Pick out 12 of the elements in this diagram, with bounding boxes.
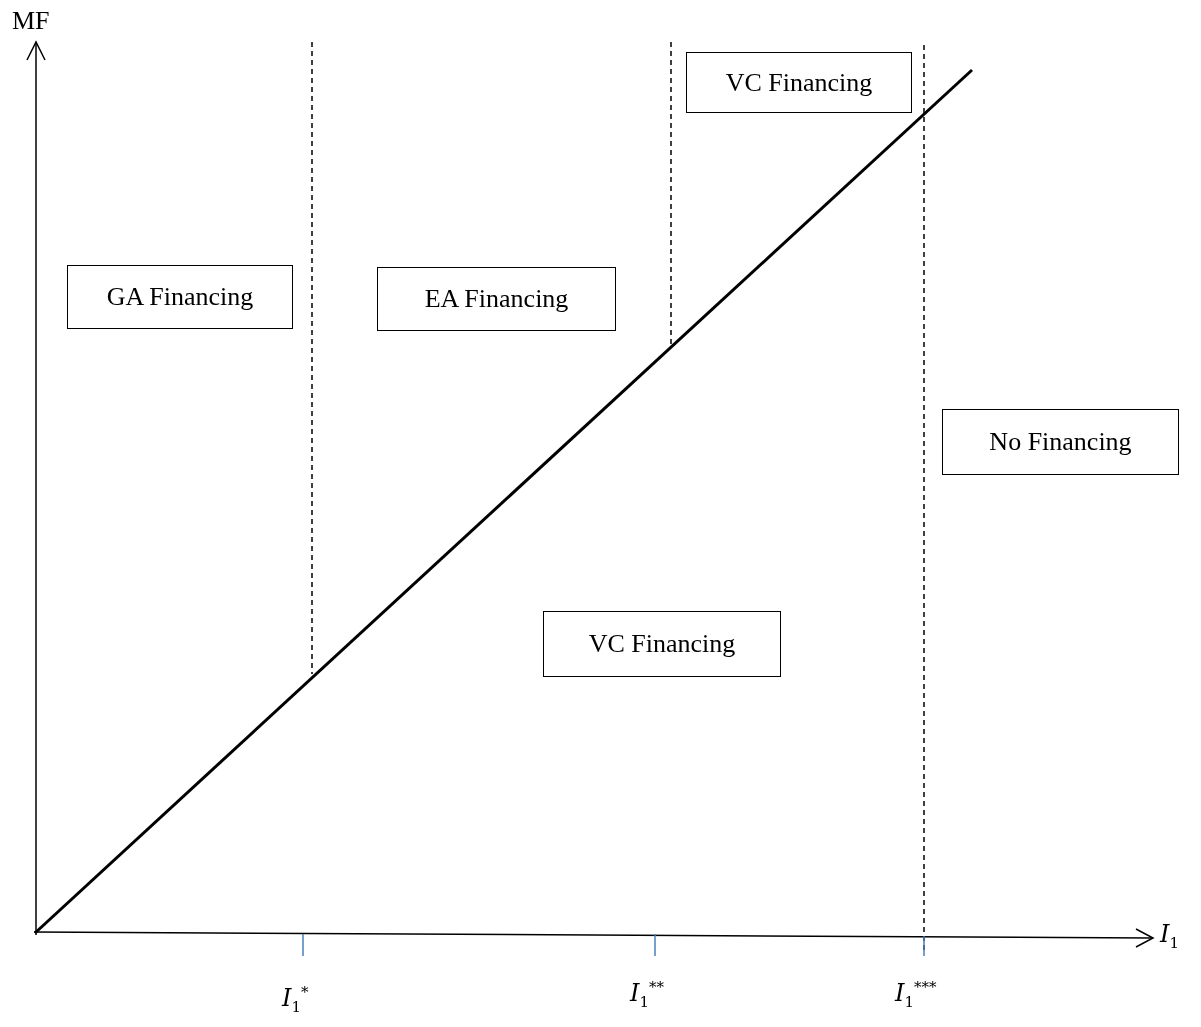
region-label: GA Financing: [106, 282, 254, 312]
region-box: [377, 267, 616, 331]
region-label: EA Financing: [424, 284, 569, 314]
region-box: [942, 409, 1179, 475]
region-label: VC Financing: [588, 629, 736, 659]
region-label: VC Financing: [725, 67, 873, 98]
region-box: [67, 265, 293, 329]
region-box: [543, 611, 781, 677]
region-box: [686, 52, 912, 113]
axis-label: MF: [12, 8, 50, 34]
axis-label: I$_{1}$: [1160, 922, 1180, 951]
region-label: No Financing: [989, 427, 1132, 457]
